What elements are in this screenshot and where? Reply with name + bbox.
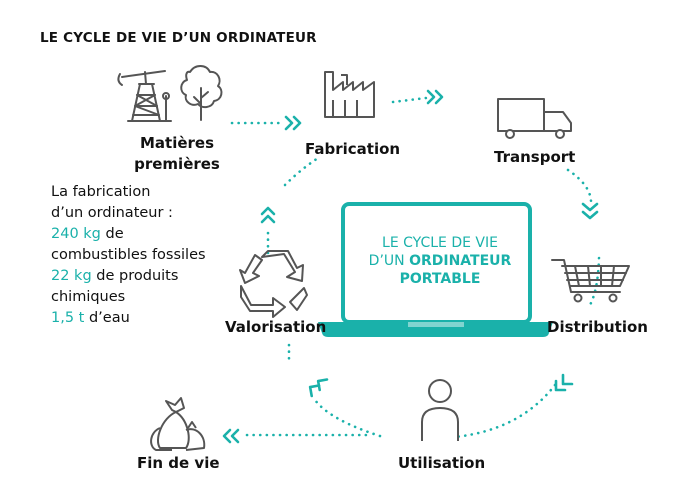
- info-item2: 22 kg de produits: [51, 266, 206, 287]
- factory-icon: [324, 71, 375, 118]
- arrow-path-distribution-utilisation: [588, 256, 601, 307]
- fabrication-info-text: La fabrication d’un ordinateur : 240 kg …: [51, 182, 206, 329]
- oil-derrick-icon: [117, 70, 172, 122]
- label-matieres-line2: premières: [134, 155, 220, 173]
- chevron-right-icon: [284, 115, 302, 131]
- laptop-line3: PORTABLE: [352, 270, 528, 288]
- laptop-line3-bold: PORTABLE: [399, 271, 481, 287]
- label-distribution: Distribution: [547, 318, 648, 336]
- chevron-down-left-icon: [554, 373, 574, 392]
- chevron-left-icon: [222, 428, 240, 444]
- arrow-path-utilisation-fin: [313, 398, 382, 438]
- recycle-icon: [239, 250, 308, 318]
- info-item3-value: 1,5 t: [51, 310, 85, 326]
- info-item1-text: de: [100, 226, 124, 242]
- laptop-line2-prefix: D’UN: [368, 253, 410, 269]
- chevron-up-left-icon: [308, 378, 329, 398]
- arrow-path-fabrication-transport: [391, 96, 428, 104]
- info-item2-text2: chimiques: [51, 289, 126, 305]
- arrow-path-fabrication-up: [283, 156, 320, 187]
- laptop-line2-bold: ORDINATEUR: [409, 253, 512, 269]
- info-line2: d’un ordinateur :: [51, 205, 173, 221]
- arrow-path-utilisation: [453, 383, 557, 439]
- chevron-up-icon: [260, 206, 276, 224]
- chevron-right-icon: [426, 89, 444, 105]
- laptop-icon: [318, 202, 553, 337]
- label-matieres-premieres: Matières premières: [126, 133, 228, 175]
- label-fabrication: Fabrication: [305, 140, 401, 158]
- label-valorisation: Valorisation: [225, 318, 327, 336]
- shopping-cart-icon: [551, 259, 630, 303]
- label-matieres-line1: Matières: [139, 134, 215, 152]
- info-item1-value: 240 kg: [51, 226, 101, 242]
- label-transport: Transport: [494, 148, 576, 166]
- page-title: LE CYCLE DE VIE D’UN ORDINATEUR: [40, 30, 317, 46]
- label-utilisation: Utilisation: [398, 454, 486, 472]
- tree-icon: [180, 65, 223, 121]
- info-item2-text: de produits: [91, 268, 179, 284]
- label-fin-de-vie: Fin de vie: [137, 454, 220, 472]
- info-item3-text: d’eau: [84, 310, 130, 326]
- info-item3: 1,5 t d’eau: [51, 308, 206, 329]
- chevron-down-icon: [581, 202, 599, 220]
- laptop-screen-text: LE CYCLE DE VIE D’UN ORDINATEUR PORTABLE: [352, 234, 528, 288]
- info-item1: 240 kg de: [51, 224, 206, 245]
- laptop-line2: D’UN ORDINATEUR: [352, 252, 528, 270]
- info-item2-value: 22 kg: [51, 268, 92, 284]
- info-line1: La fabrication: [51, 184, 151, 200]
- arrow-path-transport-distribution: [566, 168, 593, 206]
- garbage-bags-icon: [150, 397, 206, 451]
- person-icon: [421, 379, 459, 441]
- info-item1-text2: combustibles fossiles: [51, 247, 206, 263]
- truck-icon: [497, 98, 572, 139]
- laptop-line1: LE CYCLE DE VIE: [382, 235, 498, 251]
